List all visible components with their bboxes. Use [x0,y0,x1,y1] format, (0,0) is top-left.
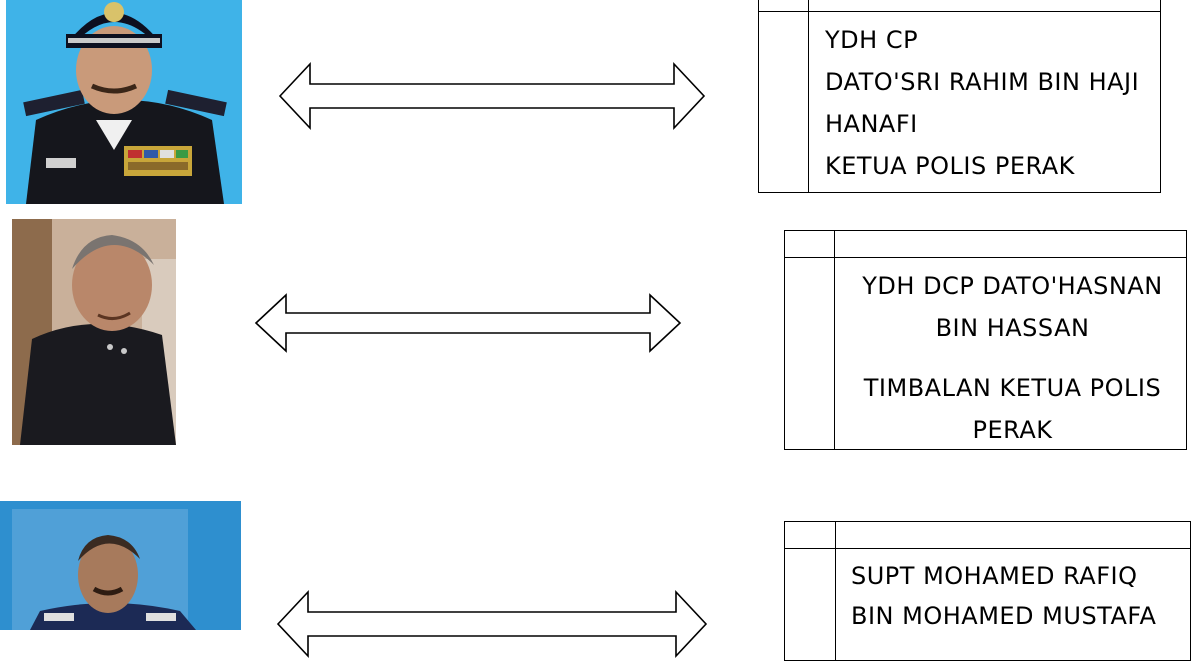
officer-2-title-line1: TIMBALAN KETUA POLIS [863,374,1162,402]
officer-2-name-line1: YDH DCP DATO'HASNAN [862,272,1163,300]
officer-2-photo [12,219,176,445]
double-headed-arrow-icon [276,60,708,132]
officer-3-name-line2: BIN MOHAMED MUSTAFA [851,602,1157,630]
officer-3-card: SUPT MOHAMED RAFIQ BIN MOHAMED MUSTAFA [784,521,1191,661]
officer-1-name-line1: DATO'SRI RAHIM BIN HAJI [825,68,1140,96]
officer-1-photo [6,0,242,204]
officer-2-name-line2: BIN HASSAN [935,314,1090,342]
officer-3-photo [0,501,241,630]
officer-3-name-line1: SUPT MOHAMED RAFIQ [851,562,1138,590]
officer-1-rank: YDH CP [825,26,919,54]
officer-1-title: KETUA POLIS PERAK [825,152,1075,180]
double-headed-arrow-icon [252,292,684,354]
officer-1-card: YDH CP DATO'SRI RAHIM BIN HAJI HANAFI KE… [758,0,1161,193]
officer-2-card: YDH DCP DATO'HASNAN BIN HASSAN TIMBALAN … [784,230,1187,450]
double-headed-arrow-icon [274,588,710,660]
officer-1-name-line2: HANAFI [825,110,918,138]
officer-2-title-line2: PERAK [972,416,1053,444]
